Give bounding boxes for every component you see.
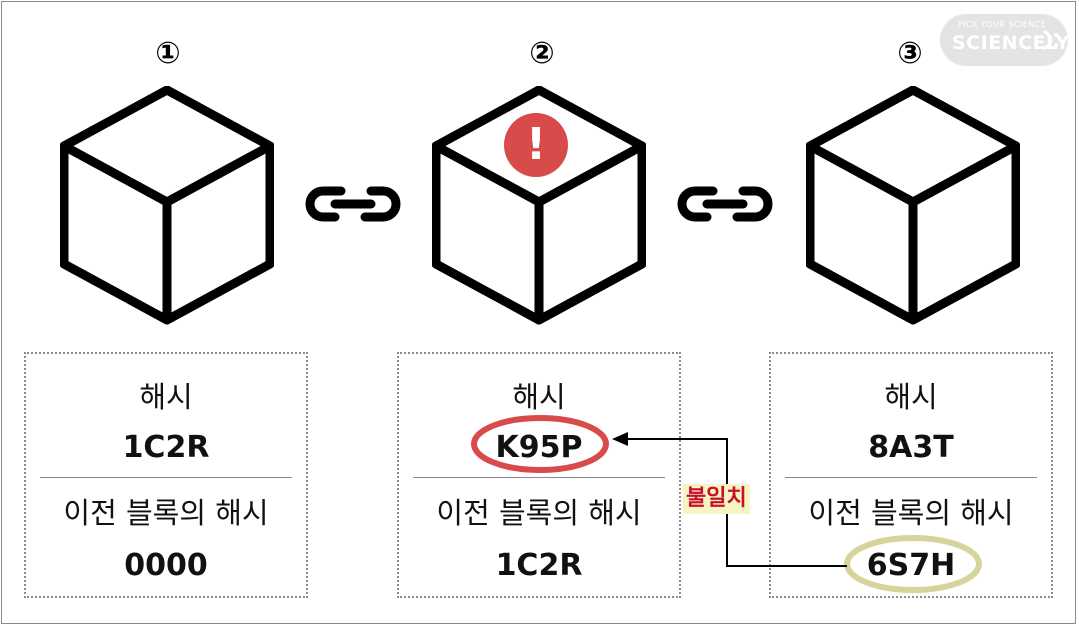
hash-value: K95P <box>495 430 583 465</box>
prev-hash-label: 이전 블록의 해시 <box>436 496 642 530</box>
hash-label: 해시 <box>884 380 938 414</box>
chain-link-icon <box>305 186 401 222</box>
prev-hash-label: 이전 블록의 해시 <box>63 496 269 530</box>
block-number-2: ② <box>529 36 555 71</box>
prev-hash-value: 0000 <box>124 548 208 583</box>
block-info-panel-2: 해시 K95P 이전 블록의 해시 1C2R <box>397 352 681 598</box>
block-cube-3-icon <box>806 86 1020 325</box>
sciencely-logo: PICK YOUR SCIENCE SCIENCELY <box>940 14 1070 66</box>
mismatch-label: 불일치 <box>683 484 750 514</box>
prev-hash-value: 1C2R <box>495 548 583 583</box>
panel-divider <box>413 477 665 478</box>
block-cube-2-icon <box>432 86 646 325</box>
block-cube-1-icon <box>60 86 274 325</box>
prev-hash-value: 6S7H <box>866 548 956 583</box>
hash-label: 해시 <box>139 380 193 414</box>
block-number-3: ③ <box>897 36 923 71</box>
panel-divider <box>40 477 292 478</box>
chain-link-icon <box>677 186 773 222</box>
block-number-1: ① <box>155 36 181 71</box>
prev-hash-label: 이전 블록의 해시 <box>808 496 1014 530</box>
panel-divider <box>785 477 1037 478</box>
hash-value: 1C2R <box>122 430 210 465</box>
smile-icon <box>1043 29 1058 51</box>
alert-icon: ! <box>504 113 568 177</box>
block-info-panel-3: 해시 8A3T 이전 블록의 해시 6S7H <box>769 352 1053 598</box>
hash-value: 8A3T <box>868 430 954 465</box>
block-info-panel-1: 해시 1C2R 이전 블록의 해시 0000 <box>24 352 308 598</box>
alert-symbol: ! <box>525 119 547 170</box>
hash-label: 해시 <box>512 380 566 414</box>
logo-tagline: PICK YOUR SCIENCE <box>958 20 1047 29</box>
logo-name: SCIENCELY <box>952 32 1070 54</box>
